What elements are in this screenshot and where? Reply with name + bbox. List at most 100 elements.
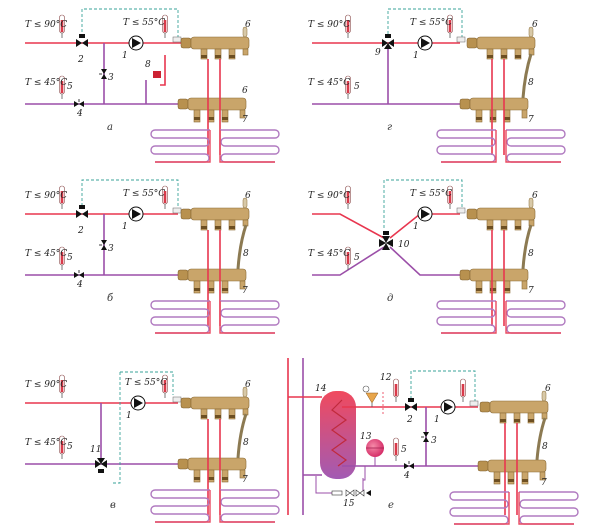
- temp-label-floor: T ≤ 55°C: [410, 189, 452, 199]
- supply-manifold: [180, 197, 250, 231]
- supply-manifold: [180, 386, 250, 420]
- label-6: 6: [245, 191, 251, 201]
- label-12: 12: [380, 373, 392, 383]
- floor-heating-coils: [449, 491, 579, 525]
- label-6: 6: [532, 191, 538, 201]
- pump-icon: [417, 35, 433, 51]
- thermometer-icon: [393, 437, 399, 462]
- return-manifold: [177, 268, 247, 294]
- temp-label-return: T ≤ 45°C: [308, 249, 350, 259]
- floor-heating-coils: [150, 489, 280, 523]
- pump-icon: [128, 206, 144, 222]
- panel-g: T ≤ 90°C T ≤ 45°C T ≤ 55°C 9 1 5 6 8 7 г: [308, 8, 566, 163]
- label-8: 8: [145, 60, 151, 70]
- fill-valve-group-icon: [331, 489, 371, 497]
- temp-label-floor: T ≤ 55°C: [410, 18, 452, 28]
- thermometer-icon: [393, 378, 399, 403]
- supply-manifold: [466, 197, 536, 231]
- thermometer-icon: [460, 378, 466, 403]
- balancing-valve-icon: [403, 460, 415, 470]
- label-8: 8: [528, 249, 534, 259]
- pump-icon: [440, 399, 456, 415]
- label-6: 6: [545, 384, 551, 394]
- floor-heating-coils: [150, 300, 280, 334]
- label-6: 6: [242, 86, 248, 96]
- temp-label-return: T ≤ 45°C: [25, 78, 67, 88]
- label-7: 7: [541, 478, 547, 488]
- three-way-mixing-valve-icon: [382, 34, 394, 49]
- label-8: 8: [528, 78, 534, 88]
- temp-label-supply: T ≤ 90°C: [25, 191, 67, 201]
- temp-label-floor: T ≤ 55°C: [123, 189, 165, 199]
- safety-group-icon: [362, 385, 379, 407]
- safety-valve-icon: [153, 71, 161, 78]
- temp-label-return: T ≤ 45°C: [25, 249, 67, 259]
- supply-manifold: [479, 390, 549, 424]
- pump-icon: [128, 35, 144, 51]
- panel-caption: д: [387, 293, 393, 304]
- temp-label-supply: T ≤ 90°C: [308, 20, 350, 30]
- supply-manifold: [180, 26, 250, 60]
- floor-heating-coils: [436, 129, 566, 163]
- label-5: 5: [354, 253, 360, 263]
- three-way-valve-icon: [95, 458, 107, 473]
- panel-caption: а: [107, 122, 113, 133]
- label-14: 14: [315, 384, 327, 394]
- label-3: 3: [431, 436, 437, 446]
- label-15: 15: [343, 499, 355, 509]
- label-2: 2: [406, 415, 413, 425]
- temp-label-return: T ≤ 45°C: [308, 78, 350, 88]
- return-manifold: [459, 268, 529, 294]
- balancing-valve-icon: [73, 269, 85, 279]
- label-9: 9: [375, 48, 381, 58]
- bypass-valve-icon: [98, 68, 108, 80]
- balancing-valve-icon: [73, 98, 85, 108]
- supply-manifold: [466, 26, 536, 60]
- temp-label-supply: T ≤ 90°C: [308, 191, 350, 201]
- panel-caption: г: [387, 122, 392, 133]
- temp-label-supply: T ≤ 90°C: [25, 20, 67, 30]
- bypass-valve-icon: [98, 239, 108, 251]
- label-8: 8: [243, 438, 249, 448]
- pump-icon: [130, 395, 146, 411]
- temp-label-floor: T ≤ 55°C: [125, 378, 167, 388]
- panel-e: 14 12 13 15 2 1 3 4 5 6 8 7 е: [287, 358, 579, 525]
- label-1: 1: [122, 222, 128, 232]
- bypass-pipe: [521, 53, 533, 99]
- label-7: 7: [528, 286, 534, 296]
- label-5: 5: [67, 442, 73, 452]
- label-6: 6: [245, 20, 251, 30]
- bypass-pipe: [236, 413, 248, 459]
- label-5: 5: [67, 82, 73, 92]
- label-4: 4: [76, 280, 83, 290]
- two-way-valve-icon: [405, 398, 417, 411]
- label-10: 10: [398, 240, 410, 250]
- return-manifold: [459, 97, 529, 123]
- label-1: 1: [413, 222, 419, 232]
- label-5: 5: [67, 253, 73, 263]
- two-way-valve-icon: [76, 205, 88, 218]
- panel-caption: е: [388, 500, 394, 511]
- label-7: 7: [242, 475, 248, 485]
- floor-heating-coils: [150, 129, 280, 163]
- label-5: 5: [354, 82, 360, 92]
- two-way-valve-icon: [76, 34, 88, 47]
- label-11: 11: [90, 445, 101, 455]
- label-7: 7: [242, 115, 248, 125]
- pump-icon: [417, 206, 433, 222]
- return-manifold: [177, 97, 247, 123]
- panel-caption: в: [110, 500, 116, 511]
- return-manifold: [177, 457, 247, 483]
- temp-label-supply: T ≤ 90°C: [25, 380, 67, 390]
- label-6: 6: [532, 20, 538, 30]
- panel-a: T ≤ 90°C T ≤ 45°C T ≤ 55°C 1 2 3 4 5 6 6…: [25, 8, 280, 163]
- panel-d: T ≤ 90°C T ≤ 45°C T ≤ 55°C 10 1 5 6 8 7 …: [308, 179, 566, 334]
- bypass-valve-icon: [420, 431, 430, 443]
- bypass-pipe: [521, 224, 533, 270]
- label-8: 8: [542, 442, 548, 452]
- label-2: 2: [77, 226, 84, 236]
- label-3: 3: [108, 73, 114, 83]
- temp-label-floor: T ≤ 55°C: [123, 18, 165, 28]
- label-1: 1: [126, 411, 132, 421]
